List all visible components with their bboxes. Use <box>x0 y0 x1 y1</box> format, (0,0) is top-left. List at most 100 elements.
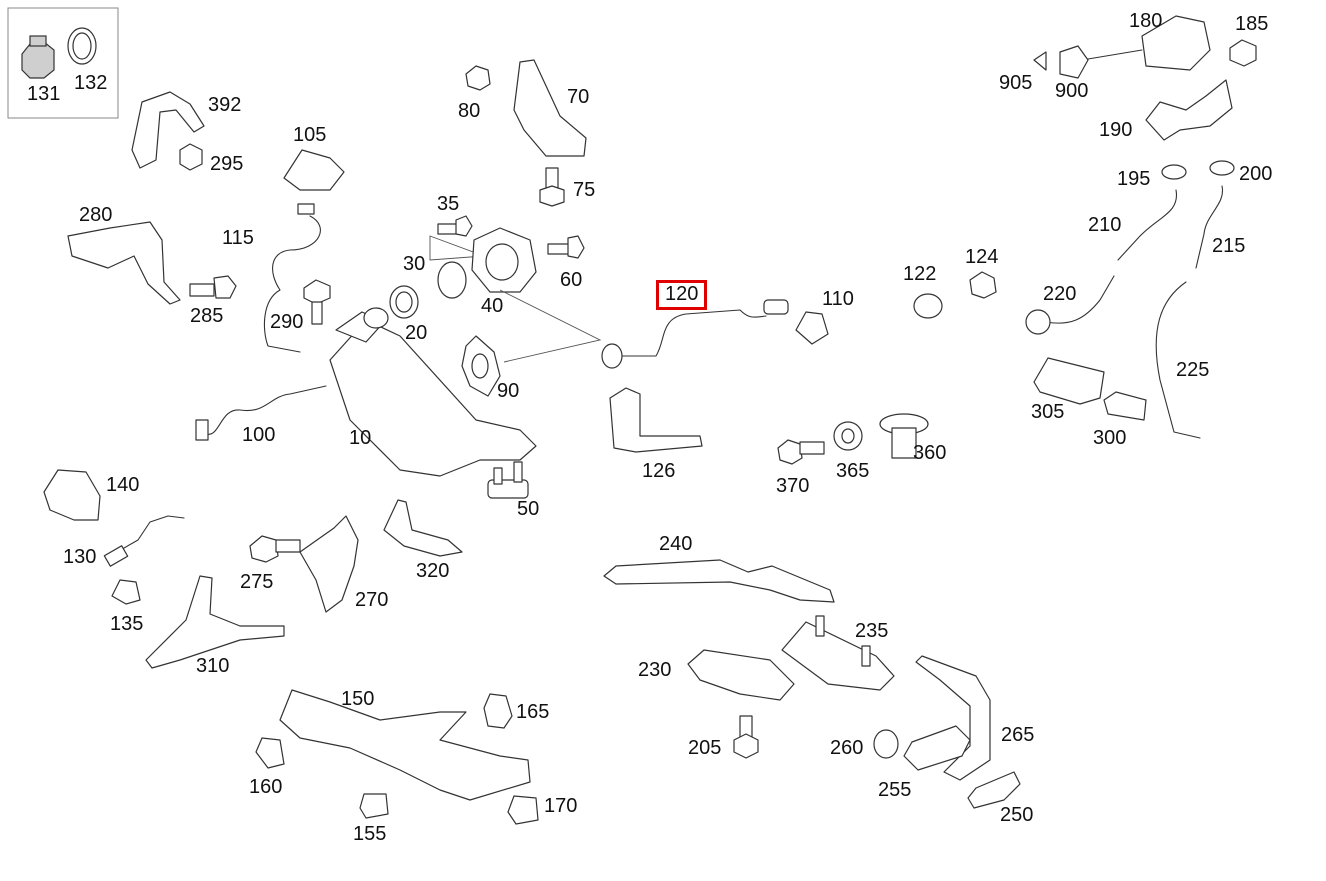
harness-bracket-150-shape <box>279 689 531 801</box>
bracket-280-shape <box>67 221 181 305</box>
part-label-140[interactable]: 140 <box>106 474 140 496</box>
bolt-75-shape <box>539 167 565 207</box>
leader-lines-40 <box>499 289 602 363</box>
part-label-250[interactable]: 250 <box>1000 804 1034 826</box>
part-label-210[interactable]: 210 <box>1088 214 1122 236</box>
plate-230-shape <box>687 649 795 701</box>
part-label-35[interactable]: 35 <box>437 193 460 215</box>
cap-905-shape <box>1033 51 1047 71</box>
bracket-310-shape <box>145 575 285 669</box>
part-label-80[interactable]: 80 <box>458 100 481 122</box>
part-label-392[interactable]: 392 <box>208 94 242 116</box>
part-label-360[interactable]: 360 <box>913 442 947 464</box>
sensor-cable-115-shape <box>263 215 321 353</box>
part-label-240[interactable]: 240 <box>659 533 693 555</box>
particulate-filter-10-shape <box>329 319 537 477</box>
part-label-265[interactable]: 265 <box>1001 724 1035 746</box>
part-label-124[interactable]: 124 <box>965 246 999 268</box>
part-label-370[interactable]: 370 <box>776 475 810 497</box>
part-label-220[interactable]: 220 <box>1043 283 1077 305</box>
part-label-190[interactable]: 190 <box>1099 119 1133 141</box>
bracket-126-shape <box>609 387 703 453</box>
part-label-320[interactable]: 320 <box>416 560 450 582</box>
bolt-370-shape <box>777 439 825 465</box>
part-label-10[interactable]: 10 <box>349 427 372 449</box>
seal-ring-shape <box>67 27 97 65</box>
bolt-285-shape <box>189 275 237 299</box>
sensor-plug-100 <box>195 419 209 441</box>
part-label-225[interactable]: 225 <box>1176 359 1210 381</box>
part-label-155[interactable]: 155 <box>353 823 387 845</box>
part-label-70[interactable]: 70 <box>567 86 590 108</box>
part-label-165[interactable]: 165 <box>516 701 550 723</box>
part-label-130[interactable]: 130 <box>63 546 97 568</box>
hose-210-shape <box>1117 189 1178 261</box>
pipe-220-shape <box>1045 275 1115 324</box>
part-label-20[interactable]: 20 <box>405 322 428 344</box>
part-label-170[interactable]: 170 <box>544 795 578 817</box>
part-label-365[interactable]: 365 <box>836 460 870 482</box>
part-label-195[interactable]: 195 <box>1117 168 1151 190</box>
bracket-70-shape <box>513 59 587 157</box>
bushing-260-shape <box>873 729 899 759</box>
part-label-290[interactable]: 290 <box>270 311 304 333</box>
part-label-120-highlighted[interactable]: 120 <box>656 280 708 310</box>
part-label-60[interactable]: 60 <box>560 269 583 291</box>
bracket-240-shape <box>603 559 835 603</box>
part-label-105[interactable]: 105 <box>293 124 327 146</box>
part-label-75[interactable]: 75 <box>573 179 596 201</box>
part-label-260[interactable]: 260 <box>830 737 864 759</box>
part-label-900[interactable]: 900 <box>1055 80 1089 102</box>
part-label-280[interactable]: 280 <box>79 204 113 226</box>
part-label-235[interactable]: 235 <box>855 620 889 642</box>
part-label-126[interactable]: 126 <box>642 460 676 482</box>
clip-250-shape <box>967 771 1021 809</box>
part-label-255[interactable]: 255 <box>878 779 912 801</box>
part-label-200[interactable]: 200 <box>1239 163 1273 185</box>
part-label-300[interactable]: 300 <box>1093 427 1127 449</box>
grommet-122-shape <box>913 293 943 319</box>
part-label-30[interactable]: 30 <box>403 253 426 275</box>
hose-215-shape <box>1195 185 1224 269</box>
nut-124-shape <box>969 271 997 299</box>
part-label-132[interactable]: 132 <box>74 72 108 94</box>
cover-140-shape <box>43 469 101 521</box>
part-label-40[interactable]: 40 <box>481 295 504 317</box>
part-label-122[interactable]: 122 <box>903 263 937 285</box>
part-label-270[interactable]: 270 <box>355 589 389 611</box>
part-label-180[interactable]: 180 <box>1129 10 1163 32</box>
bolt-35-shape <box>437 215 473 237</box>
part-label-230[interactable]: 230 <box>638 659 672 681</box>
part-label-100[interactable]: 100 <box>242 424 276 446</box>
part-label-90[interactable]: 90 <box>497 380 520 402</box>
clip-155-shape <box>359 793 389 819</box>
bracket-255-shape <box>903 725 971 771</box>
part-label-150[interactable]: 150 <box>341 688 375 710</box>
part-label-110[interactable]: 110 <box>822 288 854 310</box>
nut-185-shape <box>1229 39 1257 67</box>
pipe-225-shape <box>1155 281 1201 439</box>
bolt-290-shape <box>303 279 331 325</box>
part-label-205[interactable]: 205 <box>688 737 722 759</box>
connector-900-shape <box>1059 45 1089 79</box>
part-label-310[interactable]: 310 <box>196 655 230 677</box>
bolt-205-shape <box>733 715 759 759</box>
part-label-131[interactable]: 131 <box>27 83 61 105</box>
leader-lines-35 <box>429 235 485 261</box>
part-label-305[interactable]: 305 <box>1031 401 1065 423</box>
part-label-295[interactable]: 295 <box>210 153 244 175</box>
pipe-220-fitting <box>1025 309 1051 335</box>
part-label-185[interactable]: 185 <box>1235 13 1269 35</box>
part-label-285[interactable]: 285 <box>190 305 224 327</box>
part-label-135[interactable]: 135 <box>110 613 144 635</box>
bolt-275-shape <box>249 535 301 563</box>
part-label-275[interactable]: 275 <box>240 571 274 593</box>
part-label-905[interactable]: 905 <box>999 72 1033 94</box>
part-label-160[interactable]: 160 <box>249 776 283 798</box>
clip-105-shape <box>283 149 345 191</box>
part-label-115[interactable]: 115 <box>222 227 254 249</box>
part-label-215[interactable]: 215 <box>1212 235 1246 257</box>
part-label-50[interactable]: 50 <box>517 498 540 520</box>
bracket-392-shape <box>131 91 205 169</box>
